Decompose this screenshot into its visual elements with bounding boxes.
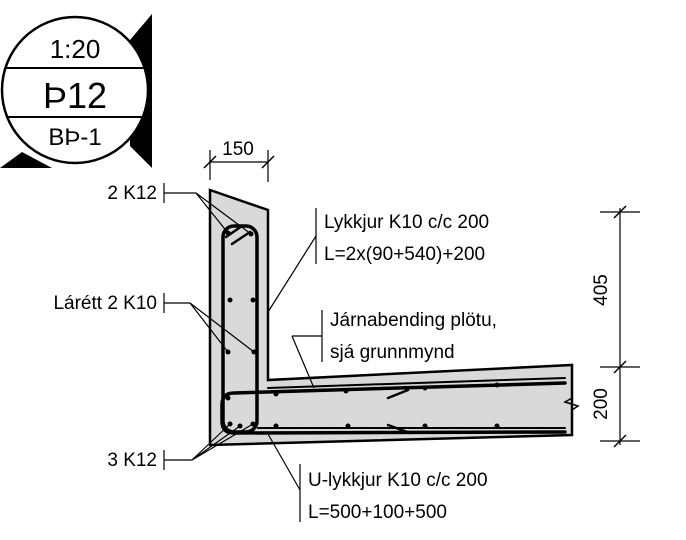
scale-text: 1:20: [50, 34, 101, 64]
u-stirrup: [220, 381, 567, 435]
rebar-dot: [227, 297, 233, 303]
leader-stirrups: [267, 208, 317, 313]
leader-bottom-bars: [163, 423, 254, 470]
leader-line: [195, 192, 229, 234]
rebar-dot: [422, 385, 428, 391]
label-bottom-bars: 3 K12: [107, 450, 157, 471]
leader-line: [291, 335, 315, 389]
sheet-ref-text: BÞ-1: [48, 124, 101, 151]
label-u-stirrups-line1: U-lykkjur K10 c/c 200: [308, 470, 488, 491]
rebar-dot: [343, 388, 349, 394]
lap-mark-bottom: [386, 423, 412, 435]
leader-line: [191, 423, 254, 461]
leader-line: [267, 433, 301, 491]
label-top-bars: 2 K12: [107, 183, 157, 204]
rebar-dot: [345, 423, 351, 429]
dimension-wall-thickness: [203, 150, 275, 182]
dim-tick-bottom: [613, 434, 627, 448]
leader-line: [189, 302, 229, 353]
slab-top-bar: [267, 377, 566, 389]
label-u-stirrups-line2: L=500+100+500: [308, 502, 447, 523]
dim-tick-mid: [613, 360, 627, 374]
leader-line: [189, 302, 255, 353]
slab-break-line: [563, 365, 580, 435]
dim-tick-top: [613, 205, 627, 219]
leader-horizontal-bars: [163, 293, 255, 353]
marker-circle: [0, 15, 150, 165]
leader-line: [191, 423, 231, 461]
dim-tick-left: [203, 155, 217, 169]
dim-tick-right: [261, 155, 275, 169]
label-stirrups-line1: Lykkjur K10 c/c 200: [324, 212, 489, 233]
leader-u-stirrups: [267, 433, 301, 522]
rebar-dot: [422, 423, 428, 429]
label-slab-rebar-line1: Járnabending plötu,: [330, 310, 497, 331]
lap-mark-top: [386, 388, 410, 400]
rebar-dot: [225, 395, 231, 401]
dimension-vertical-chain: [600, 205, 640, 448]
rebar-dot: [273, 423, 279, 429]
leader-line: [195, 192, 252, 235]
stirrup-hook-2: [230, 230, 252, 246]
leader-line: [191, 425, 241, 461]
rebar-dot: [250, 297, 256, 303]
label-stirrups-line2: L=2x(90+540)+200: [324, 244, 485, 265]
dim-height-upper-text: 405: [591, 274, 612, 306]
rebar-dot: [273, 391, 279, 397]
rebar-dot: [494, 423, 500, 429]
dim-wall-thickness-text: 150: [222, 139, 254, 160]
detail-id-text: Þ12: [43, 75, 107, 116]
label-slab-rebar-line2: sjá grunnmynd: [330, 342, 455, 363]
dim-slab-thickness-text: 200: [591, 388, 612, 420]
marker-flag-bottom: [0, 152, 52, 168]
leader-slab-rebar: [291, 310, 323, 389]
detail-marker: 1:20 Þ12 BÞ-1: [0, 14, 152, 168]
leader-line: [267, 235, 317, 313]
leader-top-bars: [163, 183, 252, 235]
rebar-dot: [494, 382, 500, 388]
label-horizontal-bars: Lárétt 2 K10: [53, 293, 157, 314]
